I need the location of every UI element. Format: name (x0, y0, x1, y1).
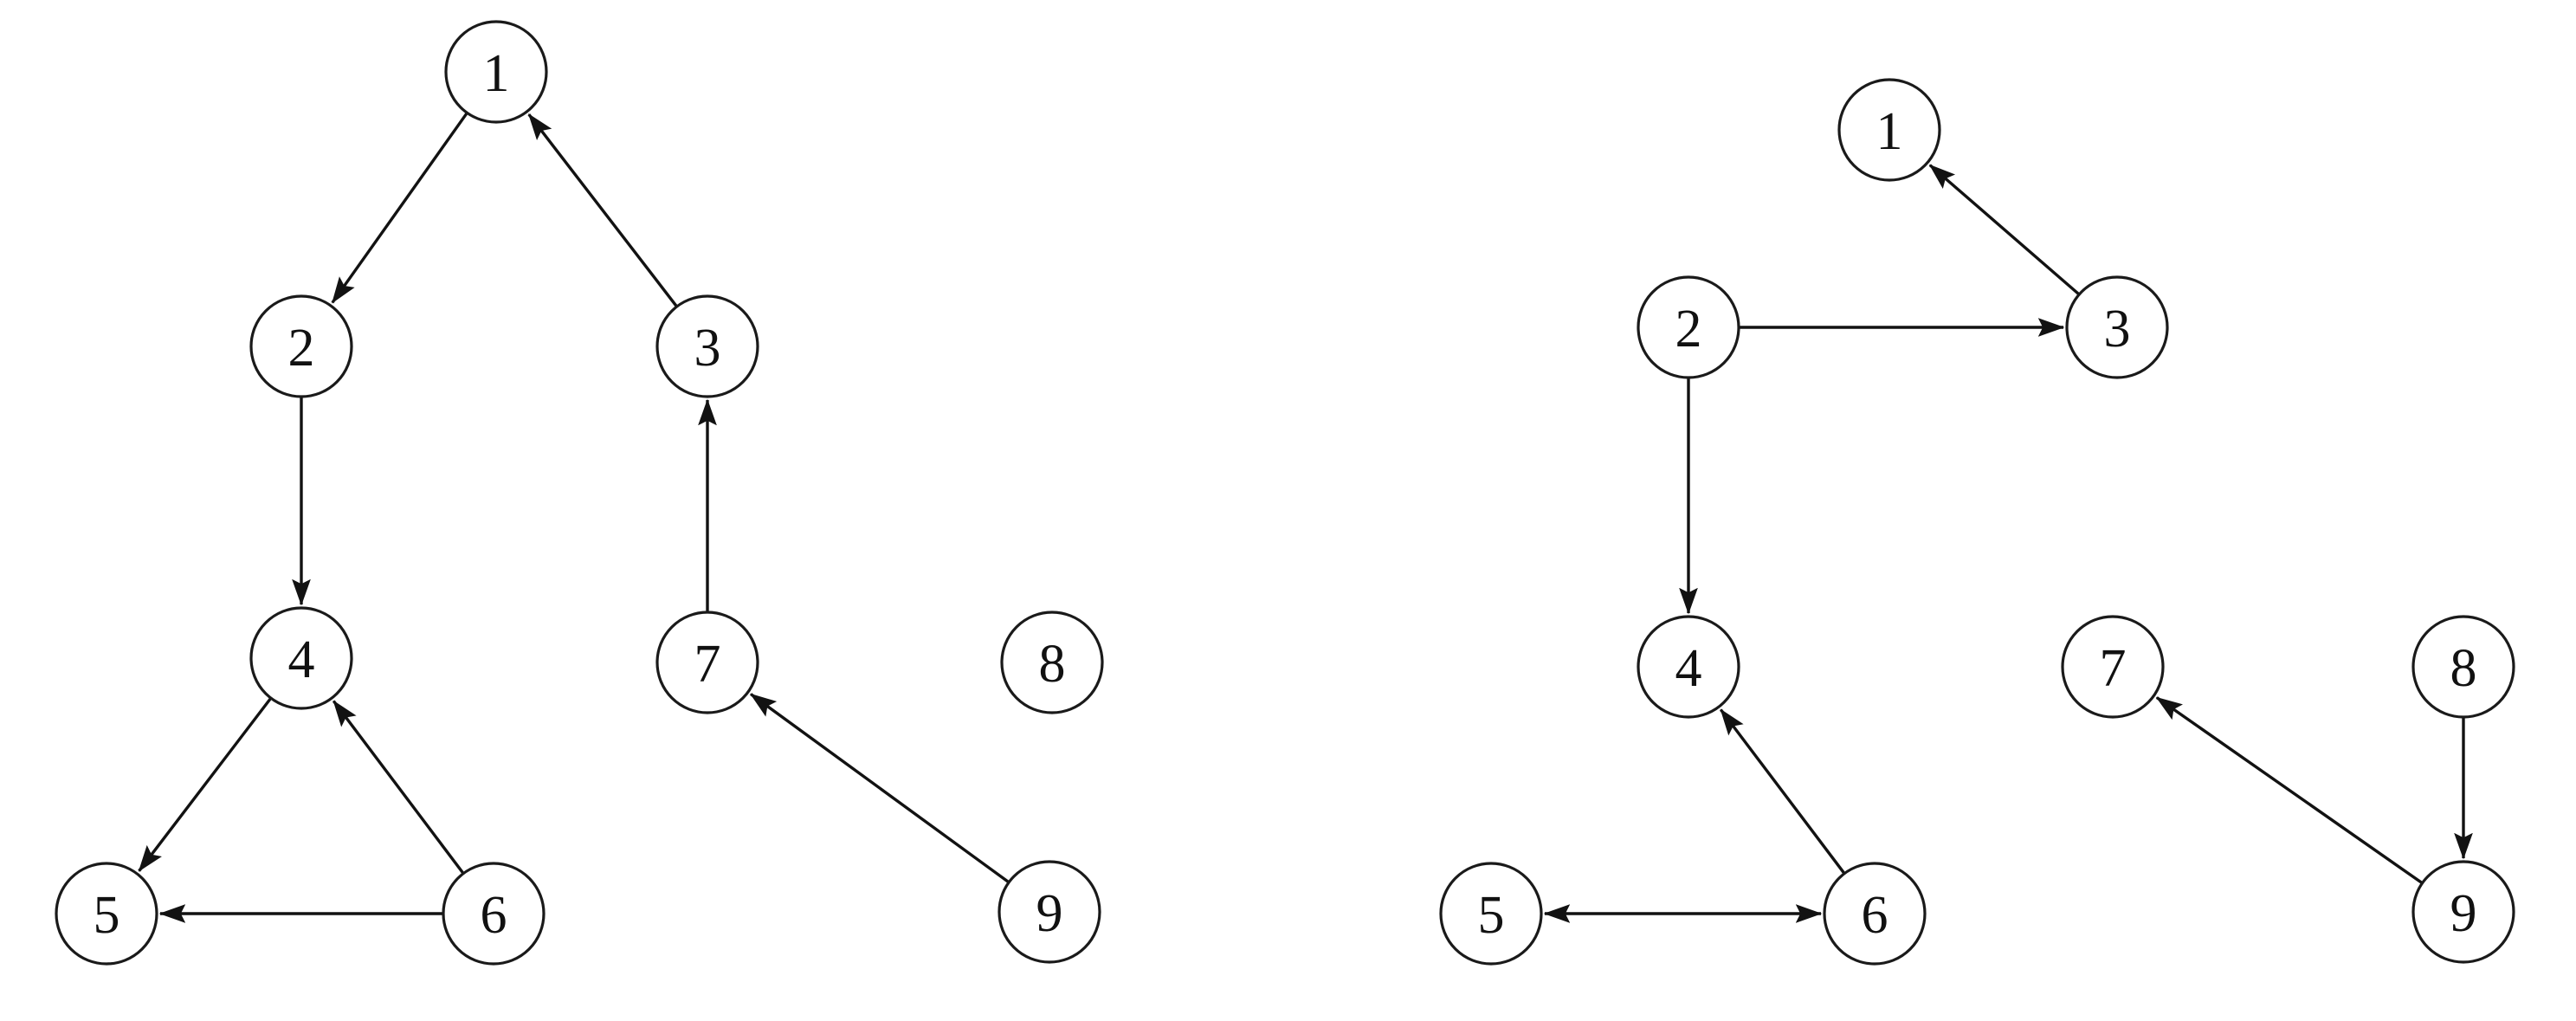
node-9[interactable]: 9 (2411, 860, 2515, 964)
node-label-3: 3 (694, 319, 721, 378)
edge-3-to-1 (1928, 164, 2081, 296)
node-label-8: 8 (2450, 639, 2477, 698)
node-circle-3[interactable] (655, 294, 759, 398)
left-directed-graph-edges (138, 112, 1010, 923)
edge-9-to-7 (749, 693, 1010, 884)
edge-6-to-4 (1719, 708, 1846, 875)
right-directed-graph-nodes: 1 2 3 4 5 6 7 8 9 (1439, 78, 2515, 966)
node-label-3: 3 (2104, 300, 2131, 359)
node-circle-1[interactable] (444, 20, 548, 124)
node-circle-9[interactable] (997, 860, 1101, 964)
node-3[interactable]: 3 (2065, 275, 2169, 379)
node-label-1: 1 (483, 44, 510, 103)
node-circle-8[interactable] (2411, 615, 2515, 719)
node-circle-2[interactable] (1637, 275, 1740, 379)
node-circle-2[interactable] (249, 294, 353, 398)
node-6[interactable]: 6 (442, 862, 546, 966)
node-7[interactable]: 7 (2061, 615, 2165, 719)
edge-1-to-2 (331, 112, 468, 304)
node-label-5: 5 (1478, 886, 1505, 945)
node-9[interactable]: 9 (997, 860, 1101, 964)
node-circle-6[interactable] (1823, 862, 1927, 966)
node-circle-4[interactable] (249, 606, 353, 710)
nodes-group: 1 2 3 4 5 6 7 8 9 1 2 3 4 5 6 7 8 9 (55, 20, 2515, 966)
node-circle-7[interactable] (2061, 615, 2165, 719)
node-4[interactable]: 4 (249, 606, 353, 710)
node-label-4: 4 (288, 630, 315, 689)
node-circle-5[interactable] (55, 862, 158, 966)
node-7[interactable]: 7 (655, 611, 759, 714)
edge-9-to-7 (2155, 696, 2424, 885)
node-label-7: 7 (694, 635, 721, 694)
node-circle-4[interactable] (1637, 615, 1740, 719)
node-label-2: 2 (1675, 300, 1702, 359)
node-circle-3[interactable] (2065, 275, 2169, 379)
node-circle-7[interactable] (655, 611, 759, 714)
node-label-5: 5 (94, 886, 120, 945)
node-2[interactable]: 2 (1637, 275, 1740, 379)
right-directed-graph-edges (1543, 164, 2473, 923)
node-label-8: 8 (1039, 635, 1066, 694)
node-circle-1[interactable] (1837, 78, 1941, 182)
node-label-7: 7 (2100, 639, 2127, 698)
node-8[interactable]: 8 (1000, 611, 1104, 714)
node-label-9: 9 (2450, 884, 2477, 943)
node-1[interactable]: 1 (444, 20, 548, 124)
node-2[interactable]: 2 (249, 294, 353, 398)
edge-6-to-4 (332, 700, 465, 875)
node-6[interactable]: 6 (1823, 862, 1927, 966)
node-label-6: 6 (481, 886, 507, 945)
node-label-4: 4 (1675, 639, 1702, 698)
edge-4-to-5 (138, 697, 273, 872)
left-directed-graph-nodes: 1 2 3 4 5 6 7 8 9 (55, 20, 1104, 966)
node-label-6: 6 (1862, 886, 1888, 945)
node-label-9: 9 (1036, 884, 1063, 943)
node-label-1: 1 (1876, 102, 1903, 161)
node-5[interactable]: 5 (55, 862, 158, 966)
edge-3-to-1 (527, 113, 678, 308)
node-circle-8[interactable] (1000, 611, 1104, 714)
node-circle-6[interactable] (442, 862, 546, 966)
node-8[interactable]: 8 (2411, 615, 2515, 719)
node-1[interactable]: 1 (1837, 78, 1941, 182)
node-circle-5[interactable] (1439, 862, 1543, 966)
node-label-2: 2 (288, 319, 315, 378)
edges-group (138, 112, 2473, 923)
node-4[interactable]: 4 (1637, 615, 1740, 719)
node-3[interactable]: 3 (655, 294, 759, 398)
node-circle-9[interactable] (2411, 860, 2515, 964)
node-5[interactable]: 5 (1439, 862, 1543, 966)
